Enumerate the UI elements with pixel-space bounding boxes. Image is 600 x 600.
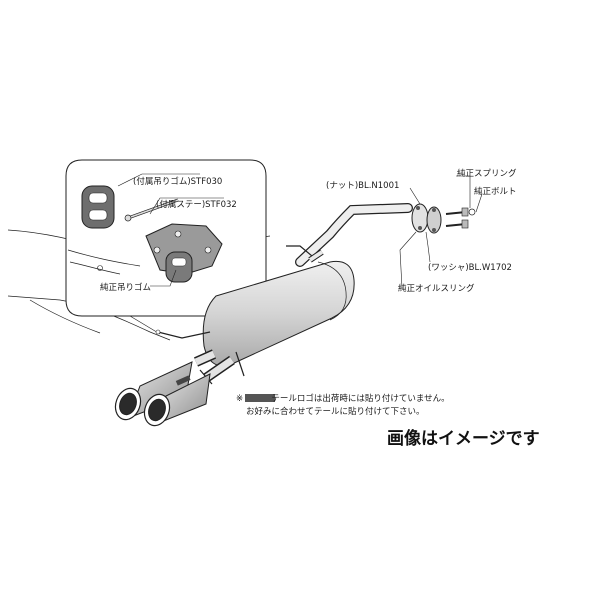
label-stay-included: (付属ステー)STF032: [156, 199, 237, 210]
main-muffler: [155, 249, 355, 385]
oem-rubber-hanger-part: [165, 251, 193, 283]
tail-logo-mark: [245, 394, 275, 402]
front-pipe-section: [286, 203, 476, 267]
label-washer: (ワッシャ)BL.W1702: [428, 263, 512, 273]
tail-tips: [114, 361, 211, 427]
note-line-1: ※ テールロゴは出荷時には貼り付けていません。: [236, 393, 450, 404]
rubber-hanger-stf030-part: [81, 185, 115, 229]
label-oem-rubber-hanger: 純正吊りゴム: [100, 282, 151, 293]
hanger-bracket-plate: [145, 223, 223, 275]
label-oem-oil-ring: 純正オイルスリング: [398, 283, 475, 294]
label-rubber-hanger-included: (付属吊りゴム)STF030: [133, 176, 222, 187]
note-line-2: お好みに合わせてテールに貼り付けて下さい。: [246, 406, 425, 417]
tail-logo-note: ※ テールロゴは出荷時には貼り付けていません。 お好みに合わせてテールに貼り付け…: [236, 393, 450, 417]
flange-joint: [411, 203, 442, 234]
hanger-detail-inset: [65, 159, 267, 317]
oem-bolt-and-spring: [445, 207, 476, 229]
image-disclaimer-caption: 画像はイメージです: [387, 429, 540, 449]
label-oem-spring: 純正スプリング: [457, 168, 517, 179]
label-oem-bolt: 純正ボルト: [474, 186, 517, 197]
label-nut: (ナット)BL.N1001: [326, 181, 399, 191]
